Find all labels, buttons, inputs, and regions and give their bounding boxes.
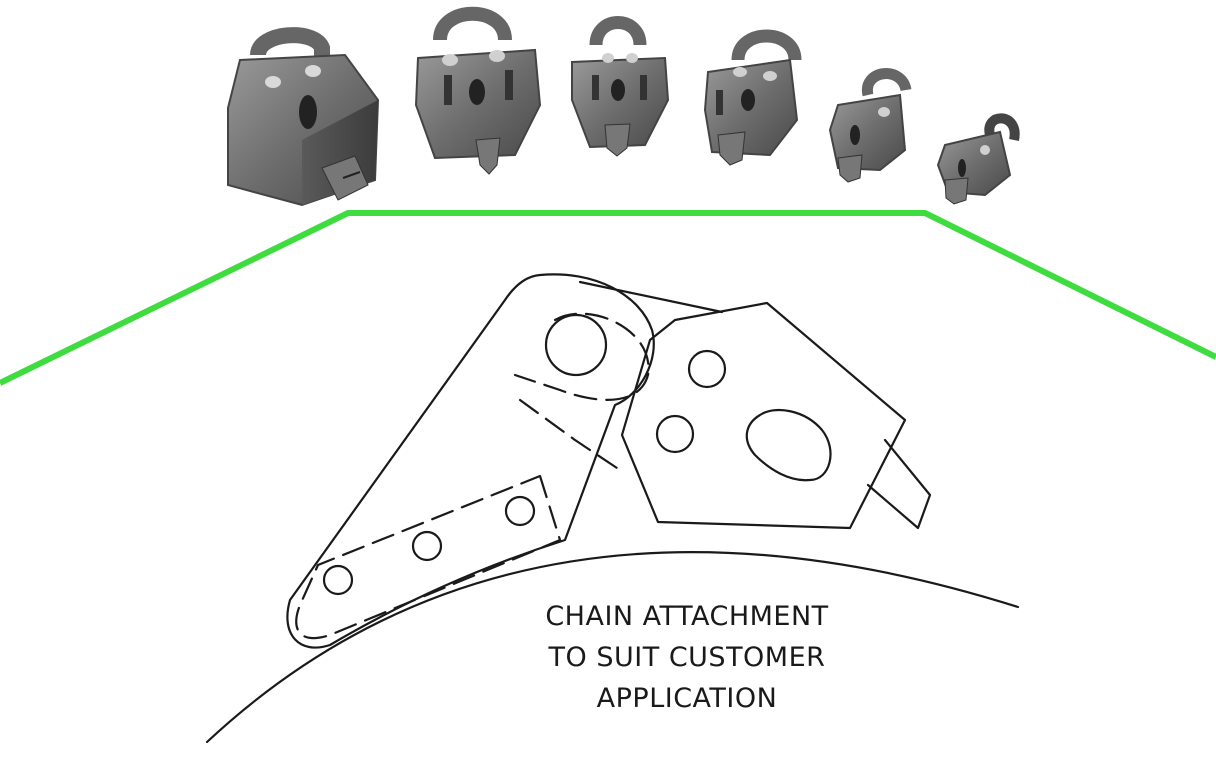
tool-holder-1: [227, 27, 380, 207]
pick-tip: [866, 438, 932, 530]
holder-slot: [745, 408, 832, 482]
caption-line-1: CHAIN ATTACHMENT: [545, 601, 829, 632]
pivot-hole: [544, 313, 608, 377]
bolt-hole-1: [504, 495, 536, 527]
caption-line-3: APPLICATION: [596, 683, 778, 714]
holder-hole-1: [687, 349, 727, 389]
tool-holder-3: [571, 16, 670, 157]
holder-hole-2: [655, 414, 695, 454]
technical-drawing: [205, 273, 1020, 744]
caption: CHAIN ATTACHMENT TO SUIT CUSTOMER APPLIC…: [487, 596, 887, 719]
caption-line-2: TO SUIT CUSTOMER: [548, 642, 826, 673]
bolt-hole-3: [322, 564, 354, 596]
tool-holder-photo-row: [227, 6, 1020, 207]
tool-holder-4: [703, 29, 802, 166]
holder-block: [620, 301, 907, 530]
tool-holder-5: [828, 68, 912, 183]
drum-arc: [205, 551, 1020, 744]
tool-holder-2: [414, 6, 542, 175]
attachment-arm: [286, 273, 655, 649]
tool-holder-6: [936, 113, 1020, 205]
accent-line: [0, 210, 1216, 386]
bolt-hole-2: [411, 530, 443, 562]
